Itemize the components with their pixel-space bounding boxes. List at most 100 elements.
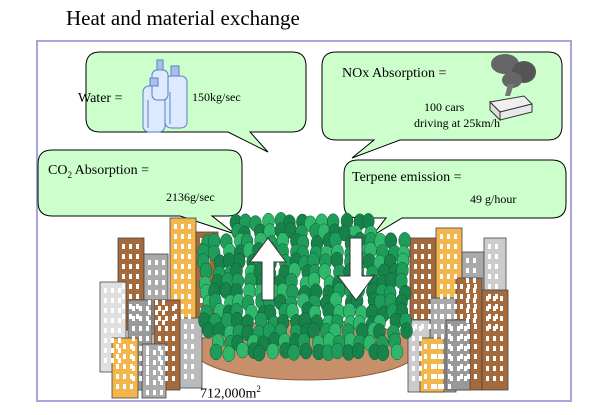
building-window: [158, 356, 161, 361]
building-window: [414, 314, 417, 319]
building-window: [160, 360, 163, 365]
building-window: [500, 306, 503, 311]
building-window: [188, 304, 191, 309]
building-window: [155, 300, 158, 305]
building-window: [116, 384, 119, 389]
tree-crown: [299, 342, 313, 360]
building-window: [412, 366, 415, 371]
building-window: [434, 334, 437, 339]
building-window: [441, 324, 444, 329]
building-window: [111, 328, 114, 333]
down-arrow: [337, 237, 375, 301]
building-window: [431, 374, 434, 379]
building-window: [155, 320, 158, 325]
building-window: [421, 274, 424, 279]
building-window: [500, 346, 503, 351]
building-window: [136, 254, 139, 259]
building-window: [412, 336, 415, 341]
building-window: [467, 334, 470, 339]
building-window: [158, 336, 161, 341]
building-window: [450, 366, 453, 371]
building-window: [473, 298, 476, 303]
building-window: [450, 376, 453, 381]
building-window: [412, 376, 415, 381]
building-window: [460, 314, 463, 319]
building-window: [118, 338, 121, 343]
building-window: [474, 344, 477, 349]
building-window: [118, 308, 121, 313]
building-window: [467, 344, 470, 349]
tree-crown: [331, 342, 344, 360]
building-window: [146, 326, 149, 331]
co2-value: 2136g/sec: [166, 190, 215, 204]
building-window: [174, 234, 177, 239]
terpene-label: Terpene emission =: [352, 170, 462, 185]
building-window: [448, 304, 451, 309]
building-window: [111, 288, 114, 293]
building-window: [174, 264, 177, 269]
building-window: [448, 384, 451, 389]
water-label: Water =: [78, 91, 123, 106]
building-window: [104, 318, 107, 323]
building-window: [188, 294, 191, 299]
building-window: [172, 356, 175, 361]
building-window: [428, 304, 431, 309]
building-window: [419, 326, 422, 331]
building-window: [174, 314, 177, 319]
building-window: [181, 294, 184, 299]
building-window: [448, 354, 451, 359]
building-window: [414, 284, 417, 289]
building-window: [434, 374, 437, 379]
building-window: [122, 294, 125, 299]
building-window: [460, 374, 463, 379]
building-window: [448, 324, 451, 329]
building-window: [191, 364, 194, 369]
building-window: [118, 318, 121, 323]
building-window: [139, 306, 142, 311]
tree-crown: [390, 343, 404, 361]
building-window: [434, 344, 437, 349]
building-window: [153, 370, 156, 375]
building-window: [118, 328, 121, 333]
building-window: [181, 314, 184, 319]
building-window: [123, 374, 126, 379]
building-window: [146, 316, 149, 321]
building-window: [448, 334, 451, 339]
building-window: [130, 364, 133, 369]
building-window: [123, 354, 126, 359]
building-window: [448, 344, 451, 349]
building-window: [438, 384, 441, 389]
up-arrow: [249, 237, 287, 301]
building-window: [464, 356, 467, 361]
building-window: [454, 244, 457, 249]
building-window: [123, 384, 126, 389]
building-window: [155, 270, 158, 275]
building-window: [414, 264, 417, 269]
building-window: [174, 224, 177, 229]
building-window: [431, 344, 434, 349]
building-window: [155, 310, 158, 315]
building-window: [419, 346, 422, 351]
building-window: [118, 358, 121, 363]
building-window: [447, 264, 450, 269]
building-window: [473, 258, 476, 263]
terpene-bubble: [343, 159, 567, 237]
building-window: [162, 280, 165, 285]
building-window: [488, 264, 491, 269]
building-window: [428, 324, 431, 329]
nox-value-line2: driving at 25km/h: [414, 116, 500, 130]
building-window: [136, 274, 139, 279]
building-window: [500, 366, 503, 371]
building-window: [486, 316, 489, 321]
water-bubble: [85, 51, 307, 153]
building-window: [191, 374, 194, 379]
building-window: [466, 308, 469, 313]
area-value: 712,000m: [200, 386, 257, 402]
building-window: [473, 268, 476, 273]
building-window: [139, 366, 142, 371]
building-window: [158, 366, 161, 371]
building-window: [130, 344, 133, 349]
building-window: [466, 258, 469, 263]
building-window: [188, 224, 191, 229]
